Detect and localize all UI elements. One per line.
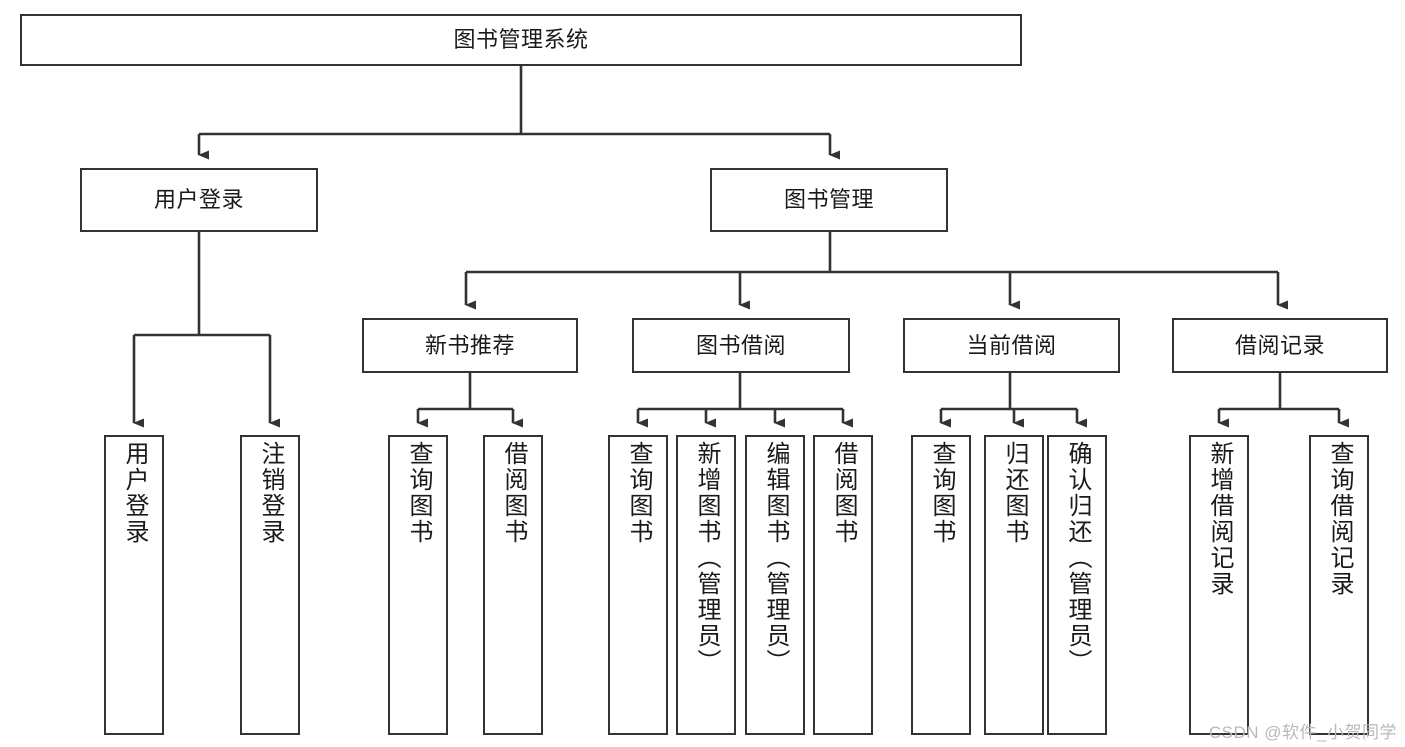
node-root[interactable]: 图书管理系统 <box>20 14 1022 66</box>
node-current-borrow-label: 当前借阅 <box>966 332 1057 358</box>
node-leaf-query-books-rec-label: 查询图书 <box>405 441 432 545</box>
edge-group-book-borrow <box>636 373 853 428</box>
node-leaf-query-books-borrow-label: 查询图书 <box>625 441 652 545</box>
node-user-login-label: 用户登录 <box>153 187 244 213</box>
node-leaf-edit-book-label: 编辑图书（管理员） <box>762 441 789 675</box>
node-leaf-add-record[interactable]: 新增借阅记录 <box>1189 435 1249 735</box>
node-leaf-borrow-books-rec-label: 借阅图书 <box>500 441 527 545</box>
node-leaf-logout-label: 注销登录 <box>257 441 284 545</box>
node-leaf-add-record-label: 新增借阅记录 <box>1206 441 1233 597</box>
node-leaf-return-book[interactable]: 归还图书 <box>984 435 1044 735</box>
node-leaf-query-books-current-label: 查询图书 <box>928 441 955 545</box>
node-root-label: 图书管理系统 <box>453 27 589 53</box>
node-borrow-records-label: 借阅记录 <box>1234 332 1325 358</box>
csdn-watermark: CSDN @软件_小贺同学 <box>1208 723 1397 742</box>
edge-group-book-management <box>464 232 1288 310</box>
node-leaf-return-book-label: 归还图书 <box>1001 441 1028 545</box>
node-book-management-label: 图书管理 <box>783 187 874 213</box>
node-leaf-add-book[interactable]: 新增图书（管理员） <box>676 435 736 735</box>
node-leaf-query-record-label: 查询借阅记录 <box>1326 441 1353 597</box>
node-leaf-logout[interactable]: 注销登录 <box>240 435 300 735</box>
node-leaf-query-books-borrow[interactable]: 查询图书 <box>608 435 668 735</box>
node-leaf-confirm-return[interactable]: 确认归还（管理员） <box>1047 435 1107 735</box>
node-leaf-borrow-book[interactable]: 借阅图书 <box>813 435 873 735</box>
edge-group-root <box>197 66 840 160</box>
edge-group-borrow-records <box>1217 373 1349 428</box>
node-leaf-query-record[interactable]: 查询借阅记录 <box>1309 435 1369 735</box>
node-leaf-user-login-label: 用户登录 <box>121 441 148 545</box>
node-leaf-confirm-return-label: 确认归还（管理员） <box>1064 441 1091 675</box>
node-book-management[interactable]: 图书管理 <box>710 168 948 232</box>
node-leaf-add-book-label: 新增图书（管理员） <box>693 441 720 675</box>
node-new-book-rec[interactable]: 新书推荐 <box>362 318 578 373</box>
node-leaf-borrow-books-rec[interactable]: 借阅图书 <box>483 435 543 735</box>
node-leaf-query-books-current[interactable]: 查询图书 <box>911 435 971 735</box>
edge-group-new-book-rec <box>416 373 523 428</box>
node-new-book-rec-label: 新书推荐 <box>424 332 515 358</box>
edge-group-current-borrow <box>939 373 1087 428</box>
node-book-borrow[interactable]: 图书借阅 <box>632 318 850 373</box>
node-leaf-query-books-rec[interactable]: 查询图书 <box>388 435 448 735</box>
edge-group-user-login <box>132 232 280 428</box>
node-leaf-user-login[interactable]: 用户登录 <box>104 435 164 735</box>
node-leaf-edit-book[interactable]: 编辑图书（管理员） <box>745 435 805 735</box>
node-book-borrow-label: 图书借阅 <box>695 332 786 358</box>
node-borrow-records[interactable]: 借阅记录 <box>1172 318 1388 373</box>
node-current-borrow[interactable]: 当前借阅 <box>903 318 1120 373</box>
node-user-login[interactable]: 用户登录 <box>80 168 318 232</box>
node-leaf-borrow-book-label: 借阅图书 <box>830 441 857 545</box>
